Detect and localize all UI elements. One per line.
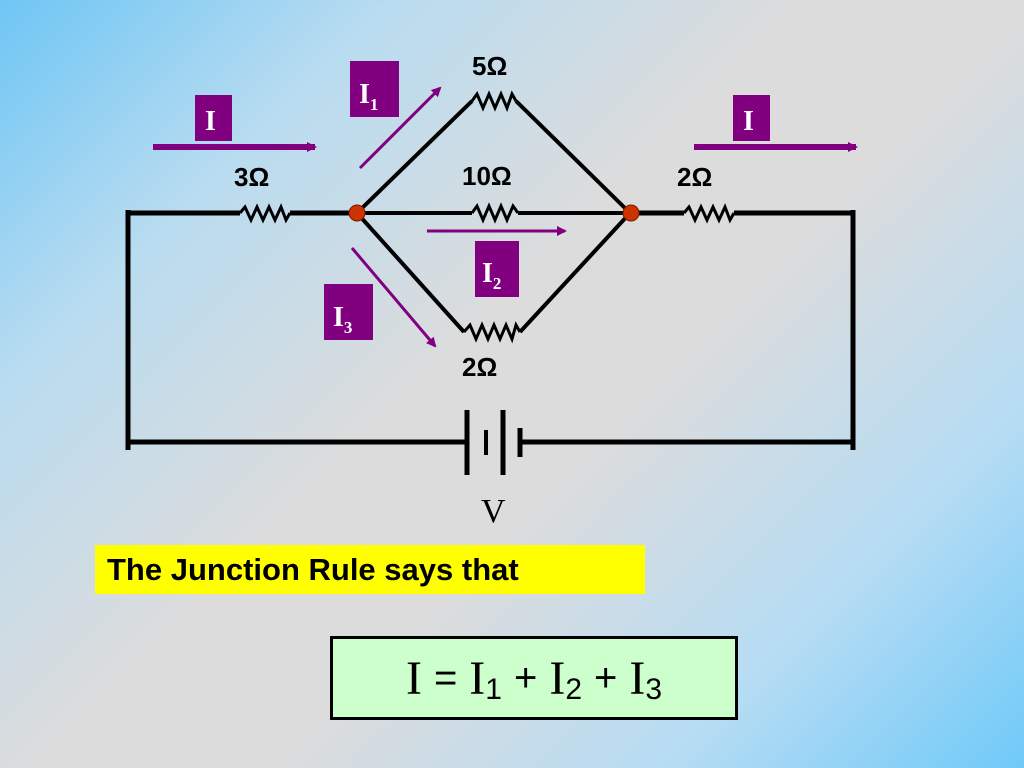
parallel-branch-wires bbox=[355, 99, 632, 334]
resistor-middle-label: 10Ω bbox=[462, 161, 512, 191]
label-i2-subscript: 2 bbox=[493, 274, 502, 293]
label-current-in: I bbox=[195, 95, 232, 141]
label-i2-symbol: I bbox=[482, 258, 493, 289]
equation-plus-sign-2: + bbox=[594, 655, 618, 700]
equation-term3-subscript: 3 bbox=[645, 673, 663, 706]
label-i3-symbol: I bbox=[333, 302, 344, 333]
resistor-left-label: 3Ω bbox=[234, 162, 269, 192]
equation-term2-symbol: I bbox=[549, 651, 566, 705]
label-i1-subscript: 1 bbox=[370, 95, 379, 114]
resistor-right bbox=[682, 203, 736, 224]
battery-symbol bbox=[464, 410, 523, 475]
label-i1-symbol: I bbox=[359, 79, 370, 110]
junction-node-right bbox=[622, 204, 640, 222]
equation-plus-sign-1: + bbox=[513, 655, 538, 700]
label-current-i1: I1 bbox=[350, 61, 399, 117]
junction-node-left bbox=[348, 204, 366, 222]
battery-voltage-label: V bbox=[481, 493, 506, 530]
label-i3-subscript: 3 bbox=[344, 318, 353, 337]
svg-text:I2: I2 bbox=[482, 258, 501, 293]
label-current-in-text: I bbox=[205, 106, 216, 137]
resistor-bottom-label: 2Ω bbox=[462, 352, 497, 382]
resistor-right-label: 2Ω bbox=[677, 162, 712, 192]
resistor-bottom bbox=[462, 321, 522, 344]
arrow-current-i1 bbox=[358, 86, 442, 170]
svg-text:I1: I1 bbox=[359, 79, 378, 114]
resistor-top bbox=[470, 90, 518, 113]
equation-term1-symbol: I bbox=[469, 651, 486, 705]
label-current-i2: I2 bbox=[475, 241, 519, 297]
equation-lhs: I bbox=[405, 651, 422, 705]
resistor-middle bbox=[470, 202, 520, 224]
resistor-left bbox=[238, 203, 292, 224]
label-current-i3: I3 bbox=[324, 284, 373, 340]
label-current-out: I bbox=[733, 95, 770, 141]
junction-rule-statement: The Junction Rule says that bbox=[95, 545, 645, 594]
resistor-top-label: 5Ω bbox=[472, 51, 507, 81]
circuit-diagram: V 3Ω 5Ω 10Ω 2Ω 2Ω I I I1 I2 I3 bbox=[125, 51, 858, 530]
equation-equals-sign: = bbox=[433, 655, 458, 700]
equation-term1-subscript: 1 bbox=[485, 673, 502, 706]
equation-term3-symbol: I bbox=[629, 651, 646, 705]
equation-term2-subscript: 2 bbox=[565, 673, 582, 706]
arrow-current-i3 bbox=[350, 247, 437, 348]
svg-text:I3: I3 bbox=[333, 302, 352, 337]
label-current-out-text: I bbox=[743, 106, 754, 137]
